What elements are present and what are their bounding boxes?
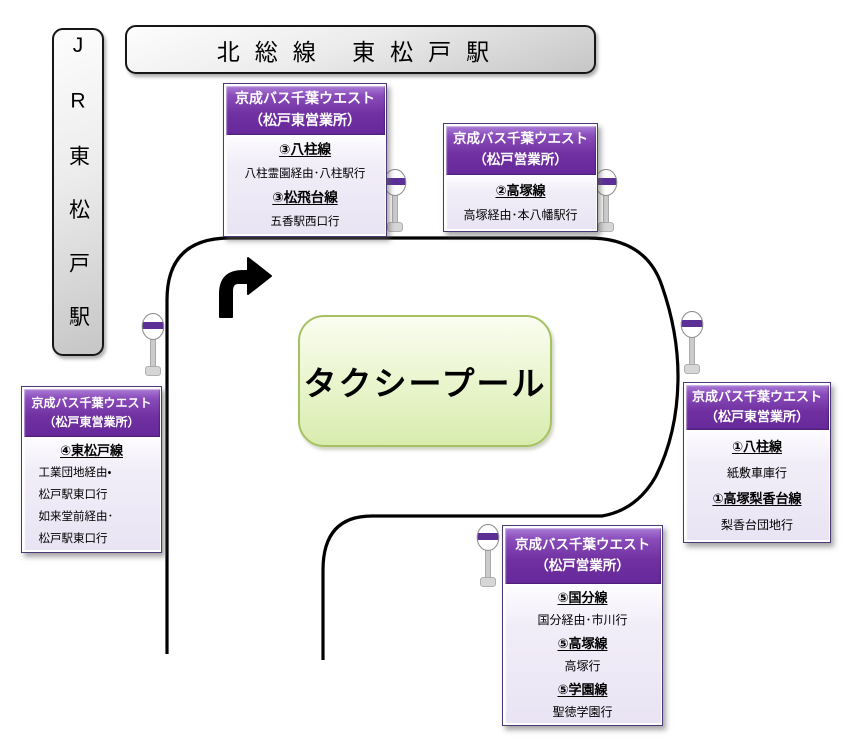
route-list: ④東松戸線工業団地経由・松戸駅東口行如来堂前経由･ 松戸駅東口行 bbox=[23, 438, 160, 550]
destination: 高塚行 bbox=[564, 658, 601, 673]
operator-header: 京成バス千葉ウエスト （松戸東営業所） bbox=[23, 388, 160, 437]
office-name: （松戸営業所） bbox=[473, 152, 568, 167]
office-name: （松戸東営業所） bbox=[249, 112, 361, 128]
destination: 五香駅西口行 bbox=[270, 215, 340, 228]
destination: 聖徳学園行 bbox=[552, 704, 613, 719]
destination: 紙敷車庫行 bbox=[726, 466, 787, 480]
hokuso-line-station-box: 北総線 東松戸駅 bbox=[125, 25, 596, 74]
bus-stop-info-box-5: 京成バス千葉ウエスト （松戸営業所） ⑤国分線国分経由･市川行 ⑤高塚線高塚行 ⑤学園線… bbox=[502, 525, 663, 726]
route-name: ⑤学園線 bbox=[557, 681, 608, 697]
bus-stop-info-box-2: 京成バス千葉ウエスト （松戸営業所） ②高塚線高塚経由･本八幡駅行 bbox=[443, 123, 598, 232]
operator-header: 京成バス千葉ウエスト （松戸営業所） bbox=[504, 527, 661, 584]
destination: 松戸駅東口行 bbox=[38, 532, 108, 545]
route-name: ③八柱線 bbox=[279, 141, 331, 157]
jr-station-box: JR東松戸駅 bbox=[52, 28, 104, 360]
bus-stop-info-box-3: 京成バス千葉ウエスト （松戸東営業所） ③八柱線八柱霊園経由･八柱駅行 ③松飛台線五香… bbox=[223, 83, 387, 237]
operator-name: 京成バス千葉ウエスト bbox=[31, 395, 152, 410]
route-name: ②高塚線 bbox=[495, 183, 546, 198]
bus-stop-info-box-4: 京成バス千葉ウエスト （松戸東営業所） ④東松戸線工業団地経由・松戸駅東口行如来堂前… bbox=[21, 386, 162, 553]
office-name: （松戸東営業所） bbox=[704, 409, 809, 424]
jr-station-label: JR東松戸駅 bbox=[66, 34, 90, 360]
route-name: ⑤高塚線 bbox=[557, 635, 608, 651]
route-list: ⑤国分線国分経由･市川行 ⑤高塚線高塚行 ⑤学園線聖徳学園行 bbox=[504, 585, 661, 723]
operator-name: 京成バス千葉ウエスト bbox=[691, 388, 822, 404]
bus-stop-icon bbox=[383, 169, 407, 232]
hokuso-station-label: 北総線 東松戸駅 bbox=[216, 38, 505, 65]
bus-stop-icon bbox=[476, 524, 500, 587]
operator-header: 京成バス千葉ウエスト （松戸営業所） bbox=[445, 125, 596, 175]
route-name: ⑤国分線 bbox=[557, 589, 608, 605]
route-list: ②高塚線高塚経由･本八幡駅行 bbox=[445, 176, 596, 229]
destination: 国分経由･市川行 bbox=[537, 612, 628, 627]
operator-name: 京成バス千葉ウエスト bbox=[515, 536, 650, 552]
taxi-pool-label: タクシープール bbox=[303, 365, 547, 402]
route-name: ①八柱線 bbox=[731, 439, 782, 454]
taxi-pool-area: タクシープール bbox=[298, 315, 552, 447]
bus-stop-info-box-1: 京成バス千葉ウエスト （松戸東営業所） ①八柱線紙敷車庫行 ①高塚梨香台線梨香台団地行 bbox=[683, 382, 831, 543]
office-name: （松戸東営業所） bbox=[43, 414, 140, 429]
road-path bbox=[165, 236, 680, 660]
operator-header: 京成バス千葉ウエスト （松戸東営業所） bbox=[685, 384, 829, 430]
route-name: ①高塚梨香台線 bbox=[712, 491, 802, 506]
route-list: ①八柱線紙敷車庫行 ①高塚梨香台線梨香台団地行 bbox=[685, 431, 829, 540]
destination: 松戸駅東口行 bbox=[38, 488, 108, 501]
route-list: ③八柱線八柱霊園経由･八柱駅行 ③松飛台線五香駅西口行 bbox=[225, 136, 385, 234]
destination: 八柱霊園経由･八柱駅行 bbox=[244, 167, 366, 180]
destination: 高塚経由･本八幡駅行 bbox=[463, 208, 578, 222]
office-name: （松戸営業所） bbox=[535, 557, 630, 573]
destination: 工業団地経由・ bbox=[38, 466, 112, 479]
turn-right-arrow-icon bbox=[219, 257, 272, 318]
bus-stop-icon bbox=[594, 169, 618, 232]
destination: 梨香台団地行 bbox=[720, 518, 793, 532]
route-name: ④東松戸線 bbox=[59, 442, 123, 458]
bus-stop-icon bbox=[141, 313, 165, 376]
bus-stop-icon bbox=[680, 311, 704, 374]
operator-header: 京成バス千葉ウエスト （松戸東営業所） bbox=[225, 85, 385, 135]
operator-name: 京成バス千葉ウエスト bbox=[453, 131, 588, 147]
route-name: ③松飛台線 bbox=[272, 189, 338, 205]
operator-name: 京成バス千葉ウエスト bbox=[235, 90, 375, 107]
destination: 如来堂前経由･ bbox=[38, 510, 114, 523]
